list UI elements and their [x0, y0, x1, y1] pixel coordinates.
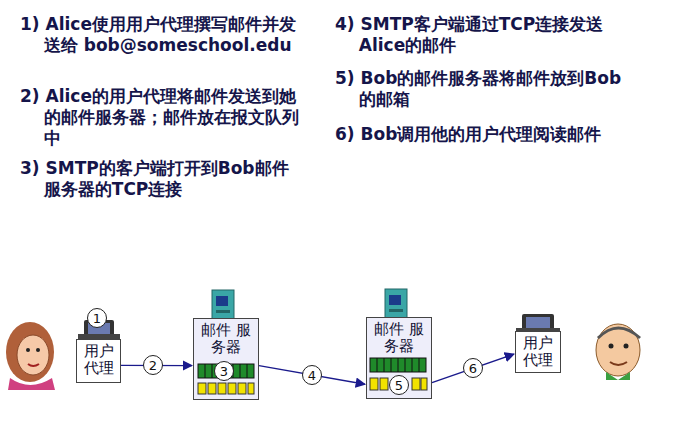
mail-server-box: 邮件 服务器 — [193, 318, 259, 400]
user-agent-box: 用户 代理 — [515, 331, 561, 373]
box-label: 用户 代理 — [79, 343, 118, 377]
step-text: 1) Alice使用用户代理撰写邮件并发送给 bob@someschool.ed… — [20, 14, 305, 56]
callout-number: 6 — [463, 358, 483, 378]
server-tower — [385, 289, 407, 319]
step-text: 2) Alice的用户代理将邮件发送到她的邮件服务器；邮件放在报文队列中 — [20, 86, 305, 149]
message-arrow — [259, 366, 365, 385]
callout-number: 5 — [389, 375, 409, 395]
box-label: 邮件 服务器 — [196, 322, 256, 356]
message-queue — [198, 364, 254, 394]
callout-number: 2 — [143, 355, 163, 375]
computer-icon — [516, 314, 560, 332]
user-agent-box: 用户 代理 — [76, 339, 121, 383]
step-text: 6) Bob调用他的用户代理阅读邮件 — [335, 124, 635, 145]
step-text: 3) SMTP的客户端打开到Bob邮件服务器的TCP连接 — [20, 158, 305, 200]
step-text: 5) Bob的邮件服务器将邮件放到Bob的邮箱 — [335, 68, 635, 110]
callout-number: 4 — [302, 365, 322, 385]
callout-number: 3 — [214, 361, 234, 381]
step-text: 4) SMTP客户端通过TCP连接发送Alice的邮件 — [335, 14, 635, 56]
message-queue — [370, 358, 427, 390]
box-label: 邮件 服务器 — [369, 321, 429, 355]
bob-figure — [596, 324, 640, 380]
callout-number: 1 — [87, 308, 107, 328]
alice-figure — [6, 322, 55, 390]
box-label: 用户 代理 — [518, 335, 558, 369]
server-tower — [212, 290, 234, 320]
message-arrow — [432, 354, 514, 383]
